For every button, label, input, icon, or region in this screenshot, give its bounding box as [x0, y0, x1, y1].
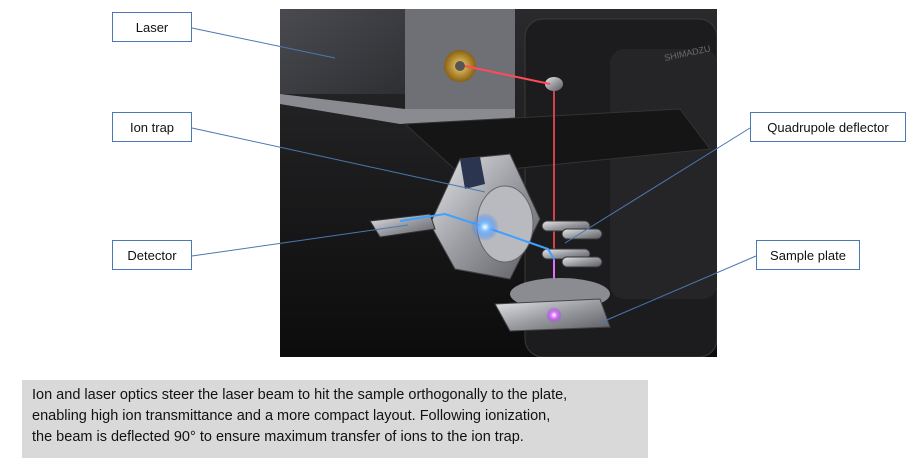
- label-detector: Detector: [112, 240, 192, 270]
- caption-line-1: Ion and laser optics steer the laser bea…: [32, 387, 568, 403]
- sample-plate: [494, 278, 611, 332]
- label-sample-plate: Sample plate: [756, 240, 860, 270]
- mirror: [545, 77, 563, 91]
- caption-box: Ion and laser optics steer the laser bea…: [22, 380, 648, 458]
- laser-unit: [280, 9, 405, 94]
- caption-line-2: enabling high ion transmittance and a mo…: [32, 408, 551, 424]
- caption-line-3: the beam is deflected 90° to ensure maxi…: [32, 429, 524, 445]
- label-laser: Laser: [112, 12, 192, 42]
- laser-beam: [464, 65, 551, 85]
- instrument-illustration: SHIMADZU: [280, 9, 717, 357]
- label-quadrupole-deflector: Quadrupole deflector: [750, 112, 906, 142]
- label-ion-trap: Ion trap: [112, 112, 192, 142]
